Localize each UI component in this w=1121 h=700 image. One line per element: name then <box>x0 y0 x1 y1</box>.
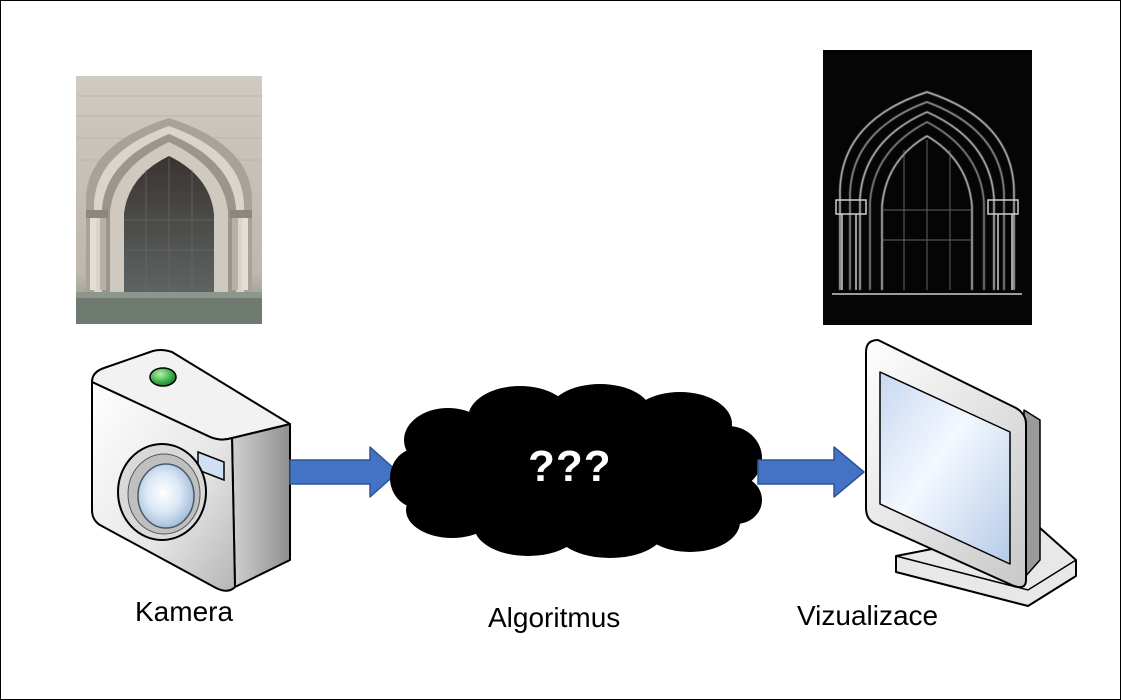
camera-icon <box>91 349 291 592</box>
visualization-label: Vizualizace <box>797 600 939 631</box>
cloud-question-marks: ??? <box>528 442 612 491</box>
cloud-shape <box>390 384 762 558</box>
monitor-icon <box>865 339 1077 607</box>
photo-gothic-portal <box>76 76 262 324</box>
arrow-algorithm-to-visualization <box>757 446 865 498</box>
camera-label: Kamera <box>135 596 234 627</box>
arrow-camera-to-algorithm <box>289 446 399 498</box>
photo-edge-detection <box>823 50 1032 325</box>
algorithm-label: Algoritmus <box>488 602 621 633</box>
